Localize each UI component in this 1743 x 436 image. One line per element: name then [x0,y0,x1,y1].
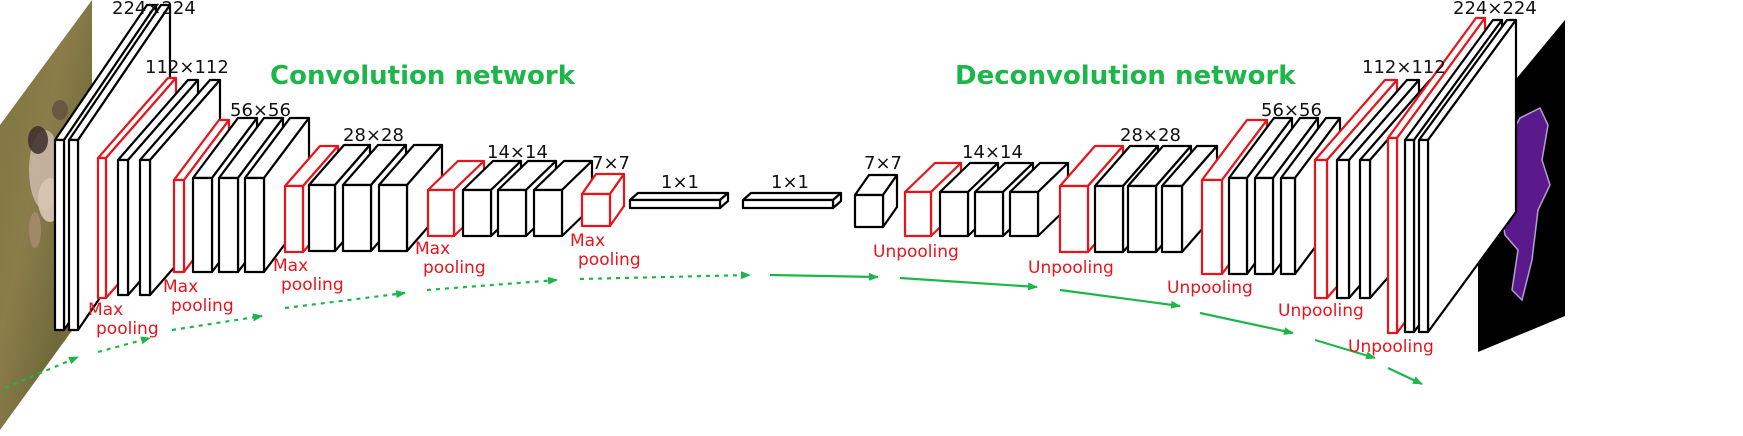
encoder-size-label: 224×224 [112,0,196,19]
layer-blocks [53,3,1518,335]
flow-arrow [284,290,406,310]
deconvolution-network-title: Deconvolution network [955,61,1296,91]
flow-arrow [769,272,879,281]
encoder-size-label: 112×112 [145,57,229,78]
decoder-size-label: 7×7 [864,153,902,174]
decoder-size-label: 112×112 [1362,57,1446,78]
conv-layer [532,159,594,238]
encoder-size-label: 7×7 [592,153,630,174]
pool-layer [580,172,626,228]
deconv-layer [853,173,899,229]
flow-arrow [1314,338,1376,360]
encoder-size-label: 14×14 [487,142,548,163]
decoder-size-label: 14×14 [962,142,1023,163]
flow-arrow [899,276,1038,291]
decoder-size-label: 224×224 [1453,0,1537,19]
decoder-size-label: 28×28 [1120,125,1181,146]
deconv-layer [1008,161,1070,238]
fc-layer [628,191,730,210]
unpooling-label: Unpooling [873,242,959,262]
unpooling-label: Unpooling [1167,278,1253,298]
flow-arrow [426,276,558,292]
conv-layer [377,143,444,253]
encoder-size-label: 28×28 [343,125,404,146]
flow-arrow [171,313,263,332]
encoder-size-label: 56×56 [230,100,291,121]
deconv-layer [1417,18,1518,334]
encoder-size-label: 1×1 [661,172,699,193]
unpooling-label: Unpooling [1028,258,1114,278]
unpooling-label: Unpooling [1278,301,1364,321]
flow-arrow [1059,288,1181,309]
flow-arrow [97,336,151,354]
convolution-network-title: Convolution network [270,61,576,91]
flow-arrow [1199,311,1294,336]
flow-arrow [4,355,79,390]
unpooling-label: Unpooling [1348,337,1434,357]
decoder-size-label: 1×1 [771,172,809,193]
flow-arrow [1387,367,1423,385]
decoder-size-label: 56×56 [1261,100,1322,121]
fc-layer [741,191,843,210]
flow-arrow [579,271,751,281]
flow-arrows [4,271,1423,390]
